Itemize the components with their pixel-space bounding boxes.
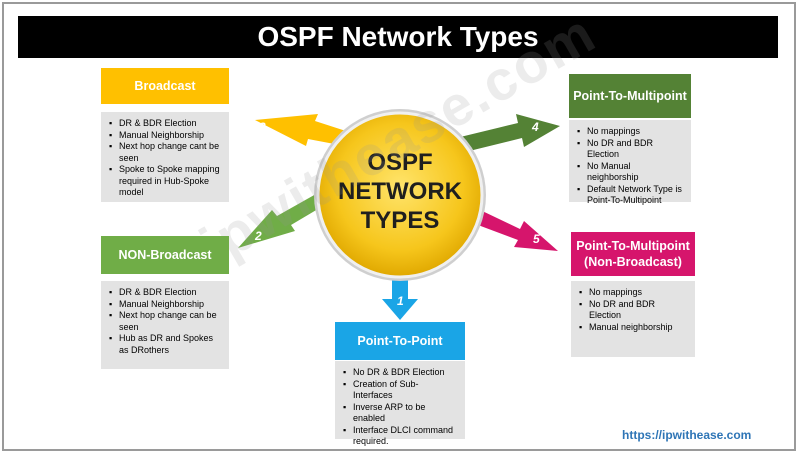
footer-link[interactable]: https://ipwithease.com <box>622 428 752 442</box>
list-item: Spoke to Spoke mapping required in Hub-S… <box>109 164 221 199</box>
arrow-point-to-multipoint-nb <box>470 208 558 251</box>
arrow-point-to-multipoint <box>452 114 560 154</box>
point-to-point-header: Point-To-Point <box>335 322 465 360</box>
list-item: No DR & BDR Election <box>343 367 457 379</box>
point-to-multipoint-details: No mappings No DR and BDR Election No Ma… <box>569 120 691 205</box>
center-line-2: NETWORK <box>338 178 462 205</box>
list-item: Next hop change cant be seen <box>109 141 221 164</box>
point-to-multipoint-nb-details: No mappings No DR and BDR Election Manua… <box>571 281 695 357</box>
list-item: Default Network Type is Point-To-Multipo… <box>577 184 683 207</box>
broadcast-details: DR & BDR Election Manual Neighborship Ne… <box>101 112 229 202</box>
center-line-3: TYPES <box>360 207 440 234</box>
list-item: No mappings <box>579 287 687 299</box>
point-to-point-details: No DR & BDR Election Creation of Sub-Int… <box>335 361 465 446</box>
list-item: Inverse ARP to be enabled <box>343 402 457 425</box>
arrow-broadcast <box>255 114 349 146</box>
arrow-number-5: 5 <box>533 232 540 246</box>
arrow-number-4: 4 <box>532 120 539 134</box>
arrow-number-1: 1 <box>397 294 404 308</box>
list-item: No DR and BDR Election <box>579 299 687 322</box>
non-broadcast-header: NON-Broadcast <box>101 236 229 274</box>
list-item: Manual Neighborship <box>109 299 221 311</box>
center-line-1: OSPF <box>367 149 433 176</box>
list-item: Creation of Sub-Interfaces <box>343 379 457 402</box>
list-item: Hub as DR and Spokes as DRothers <box>109 333 221 356</box>
page-title: OSPF Network Types <box>18 16 778 58</box>
point-to-multipoint-header: Point-To-Multipoint <box>569 74 691 118</box>
arrow-point-to-point <box>382 272 418 320</box>
list-item: Next hop change can be seen <box>109 310 221 333</box>
list-item: No Manual neighborship <box>577 161 683 184</box>
arrow-non-broadcast <box>238 194 323 248</box>
broadcast-header: Broadcast <box>101 68 229 104</box>
list-item: DR & BDR Election <box>109 118 221 130</box>
list-item: No DR and BDR Election <box>577 138 683 161</box>
list-item: DR & BDR Election <box>109 287 221 299</box>
non-broadcast-details: DR & BDR Election Manual Neighborship Ne… <box>101 281 229 369</box>
arrow-number-3: 3 <box>259 120 266 134</box>
arrow-number-2: 2 <box>255 229 262 243</box>
list-item: No mappings <box>577 126 683 138</box>
point-to-multipoint-nb-header: Point-To-Multipoint (Non-Broadcast) <box>571 232 695 276</box>
list-item: Manual Neighborship <box>109 130 221 142</box>
list-item: Interface DLCI command required. <box>343 425 457 448</box>
list-item: Manual neighborship <box>579 322 687 334</box>
center-title: OSPF NETWORK TYPES <box>325 148 475 235</box>
